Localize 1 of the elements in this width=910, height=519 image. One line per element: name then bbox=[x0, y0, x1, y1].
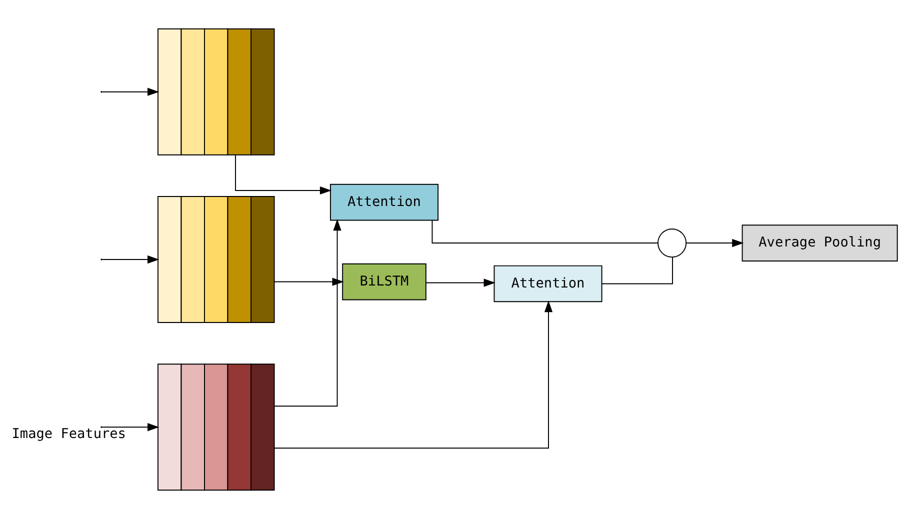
edge-label: Image Features bbox=[12, 426, 126, 442]
